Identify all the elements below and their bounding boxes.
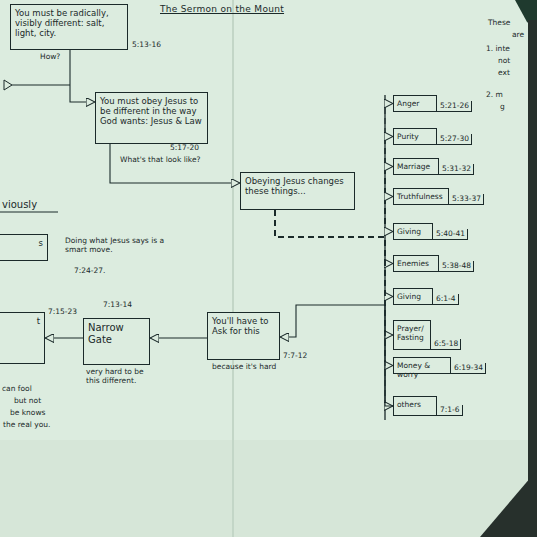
topic-box: Money & worry6:19-34	[393, 357, 486, 374]
verse-ref: 5:31-32	[439, 164, 474, 175]
verse-ref: 7:1-6	[437, 405, 463, 416]
note-label: the real you.	[3, 420, 50, 429]
node-text: Purity	[393, 128, 437, 145]
topic-box: others7:1-6	[393, 396, 463, 416]
note-label: very hard to be this different.	[86, 367, 156, 385]
heading-underline	[0, 212, 58, 213]
node-text: You'll have to Ask for this	[212, 316, 275, 336]
node-text: Prayer/ Fasting	[393, 320, 431, 350]
node-text: Giving	[393, 288, 433, 305]
note-label: can fool	[2, 384, 32, 393]
node-text: You must obey Jesus to be different in t…	[100, 96, 203, 126]
node-text: Enemies	[393, 255, 439, 272]
table-edge	[480, 470, 537, 537]
process-box: Obeying Jesus changes these things...	[240, 172, 355, 210]
note-label: These	[488, 18, 510, 27]
topic-box: Prayer/ Fasting6:5-18	[393, 320, 461, 350]
node-text: Narrow Gate	[88, 322, 145, 346]
note-label: viously	[2, 200, 37, 209]
note-label: 1. inte	[486, 44, 510, 53]
note-label: 7:15-23	[48, 307, 77, 316]
verse-ref: 5:21-26	[437, 101, 472, 112]
connector-arrow	[275, 104, 393, 238]
note-label: 5:13-16	[132, 40, 161, 49]
node-text: Money & worry	[393, 357, 451, 374]
topic-box: Anger5:21-26	[393, 95, 472, 112]
topic-box: Marriage5:31-32	[393, 158, 474, 175]
verse-ref: 5:38-48	[439, 261, 474, 272]
process-box: You must be radically, visibly different…	[10, 4, 128, 50]
topic-box: Giving5:40-41	[393, 223, 468, 240]
note-label: 7:24-27.	[74, 266, 105, 275]
page-title: The Sermon on the Mount	[160, 4, 284, 14]
verse-ref: 5:33-37	[449, 194, 484, 205]
note-label: Doing what Jesus says is a smart move.	[65, 236, 165, 254]
node-text: Anger	[393, 95, 437, 112]
partial-box: s	[0, 234, 48, 261]
table-edge	[528, 20, 537, 537]
topic-box: Giving6:1-4	[393, 288, 459, 305]
verse-ref: 6:19-34	[451, 363, 486, 374]
node-text: Marriage	[393, 158, 439, 175]
node-text: t	[0, 316, 40, 326]
verse-ref: 6:1-4	[433, 294, 459, 305]
process-box: Narrow Gate	[83, 318, 150, 365]
connector-arrow	[275, 210, 393, 297]
node-text: others	[393, 396, 437, 416]
connector-arrow	[275, 210, 393, 264]
topic-box: Enemies5:38-48	[393, 255, 474, 272]
verse-ref: 5:40-41	[433, 229, 468, 240]
note-label: How?	[40, 52, 60, 61]
note-label: not	[498, 56, 510, 65]
leader-line	[12, 84, 70, 85]
note-label: ext	[498, 68, 510, 77]
note-label: 7:13-14	[103, 300, 132, 309]
verse-ref: 6:5-18	[431, 339, 461, 350]
note-label: What's that look like?	[120, 155, 201, 164]
list-bracket	[384, 95, 385, 420]
node-text: Giving	[393, 223, 433, 240]
arrow-head	[4, 80, 12, 90]
connector-arrow	[275, 210, 393, 237]
process-box: You'll have to Ask for this	[207, 312, 280, 360]
process-box: You must obey Jesus to be different in t…	[95, 92, 208, 144]
connector-arrow	[70, 50, 95, 102]
node-text: Truthfulness	[393, 188, 449, 205]
connector-arrow	[150, 337, 207, 338]
verse-ref: 5:27-30	[437, 134, 472, 145]
node-text: Obeying Jesus changes these things...	[245, 176, 350, 196]
node-text: s	[0, 238, 43, 248]
page-fold	[232, 0, 234, 537]
paper-shade	[0, 440, 537, 537]
connector-arrow	[280, 305, 393, 406]
topic-box: Purity5:27-30	[393, 128, 472, 145]
connector-arrow	[275, 210, 393, 406]
note-label: g	[500, 102, 505, 111]
connector-arrow	[110, 144, 240, 183]
partial-box: t	[0, 312, 45, 364]
connector-arrow	[45, 337, 83, 338]
note-label: 2. m	[486, 90, 503, 99]
connector-arrow	[275, 210, 393, 366]
node-text: You must be radically, visibly different…	[15, 8, 123, 38]
note-label: 7:7-12	[283, 351, 307, 360]
connector-arrow	[275, 210, 393, 335]
topic-box: Truthfulness5:33-37	[393, 188, 484, 205]
note-label: 5:17-20	[170, 143, 199, 152]
note-label: because it's hard	[212, 362, 276, 371]
note-label: be knows	[10, 408, 46, 417]
note-label: but not	[14, 396, 41, 405]
note-label: are	[512, 30, 524, 39]
